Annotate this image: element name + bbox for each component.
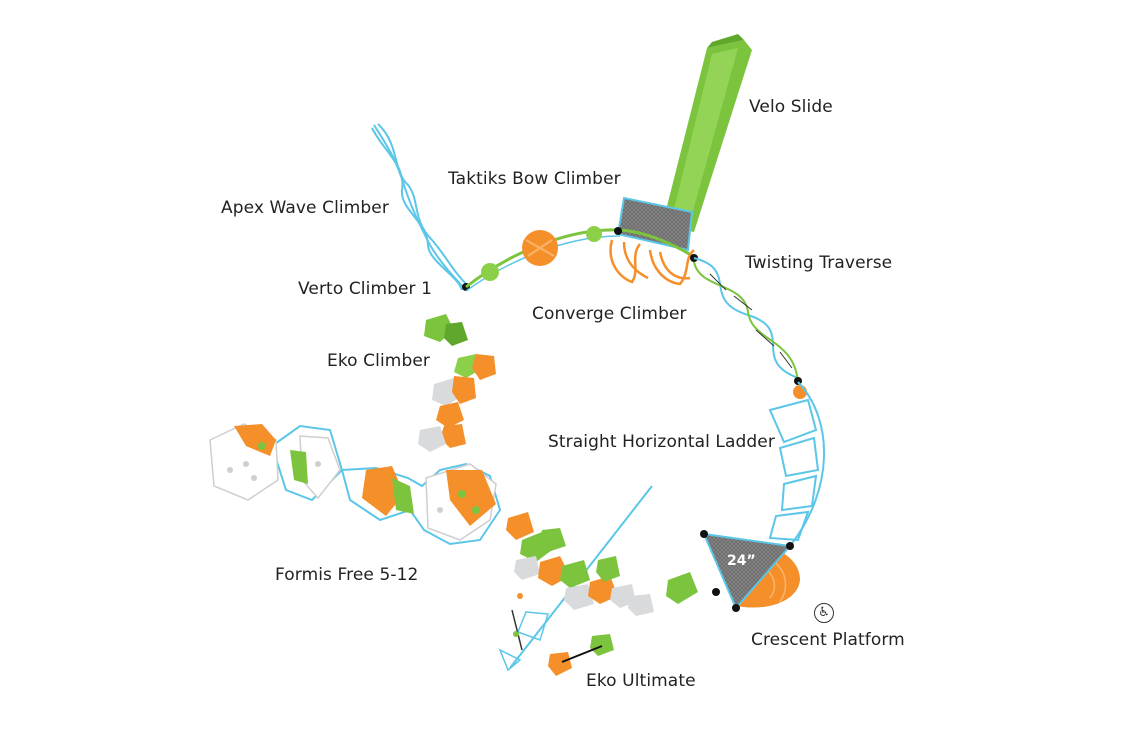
label-twisting-traverse: Twisting Traverse xyxy=(745,253,893,273)
taktiks-bow-climber xyxy=(465,226,697,292)
wheelchair-accessible-icon: ♿ xyxy=(814,603,834,623)
label-eko-ultimate: Eko Ultimate xyxy=(586,671,696,691)
label-velo-slide: Velo Slide xyxy=(749,97,833,117)
label-taktiks-bow-climber: Taktiks Bow Climber xyxy=(448,169,621,189)
label-formis-free-5-12: Formis Free 5-12 xyxy=(275,565,419,585)
label-verto-climber-1: Verto Climber 1 xyxy=(298,279,433,299)
twisting-traverse xyxy=(693,257,807,399)
eko-climber xyxy=(418,314,496,452)
straight-horizontal-ladder xyxy=(768,381,825,547)
label-straight-horizontal-ladder: Straight Horizontal Ladder xyxy=(548,432,775,452)
label-crescent-platform: Crescent Platform xyxy=(751,630,905,650)
label-converge-climber: Converge Climber xyxy=(532,304,687,324)
platform-height-badge: 24” xyxy=(727,553,756,569)
velo-slide xyxy=(616,34,752,252)
formis-free-5-12 xyxy=(209,423,502,546)
label-eko-climber: Eko Climber xyxy=(327,351,431,371)
label-apex-wave-climber: Apex Wave Climber xyxy=(221,198,389,218)
eko-ultimate xyxy=(498,485,698,676)
crescent-platform xyxy=(700,530,800,612)
converge-climber xyxy=(609,239,698,286)
